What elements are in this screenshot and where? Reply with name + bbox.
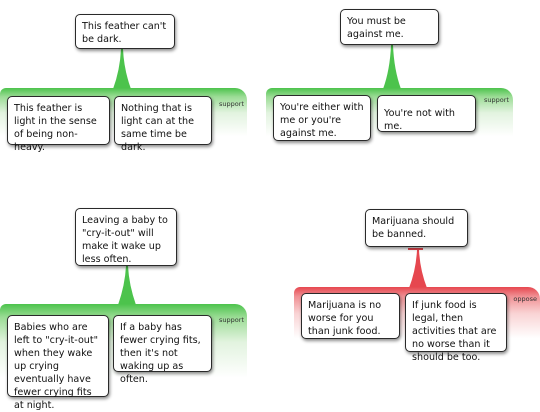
relation-label-1: support: [219, 100, 244, 108]
claim-box-2[interactable]: You must be against me.: [340, 9, 439, 45]
oppose-link-4: [409, 250, 427, 288]
claim-box-3[interactable]: Leaving a baby to "cry-it-out" will make…: [75, 208, 177, 266]
support-link-2: [383, 45, 401, 89]
premise-box-3b[interactable]: If a baby has fewer crying fits, then it…: [113, 315, 212, 385]
premise-box-4a[interactable]: Marijuana is no worse for you than junk …: [301, 293, 400, 339]
oppose-bar-4: [408, 248, 423, 250]
premise-box-2a[interactable]: You're either with me or you're against …: [273, 95, 371, 141]
claim-box-1[interactable]: This feather can't be dark.: [75, 14, 175, 49]
relation-label-2: support: [484, 96, 509, 104]
premise-box-1a[interactable]: This feather is light in the sense of be…: [7, 96, 110, 153]
relation-label-3: support: [219, 316, 244, 324]
premise-box-1b[interactable]: Nothing that is light can at the same ti…: [114, 96, 212, 153]
support-link-1: [113, 49, 131, 89]
premise-box-3a[interactable]: Babies who are left to "cry-it-out" when…: [7, 315, 109, 411]
premise-box-2b[interactable]: You're not with me.: [377, 95, 476, 132]
support-link-3: [118, 266, 136, 305]
claim-box-4[interactable]: Marijuana should be banned.: [365, 209, 468, 247]
premise-box-4b[interactable]: If junk food is legal, then activities t…: [405, 293, 507, 363]
relation-label-4: oppose: [513, 295, 537, 303]
